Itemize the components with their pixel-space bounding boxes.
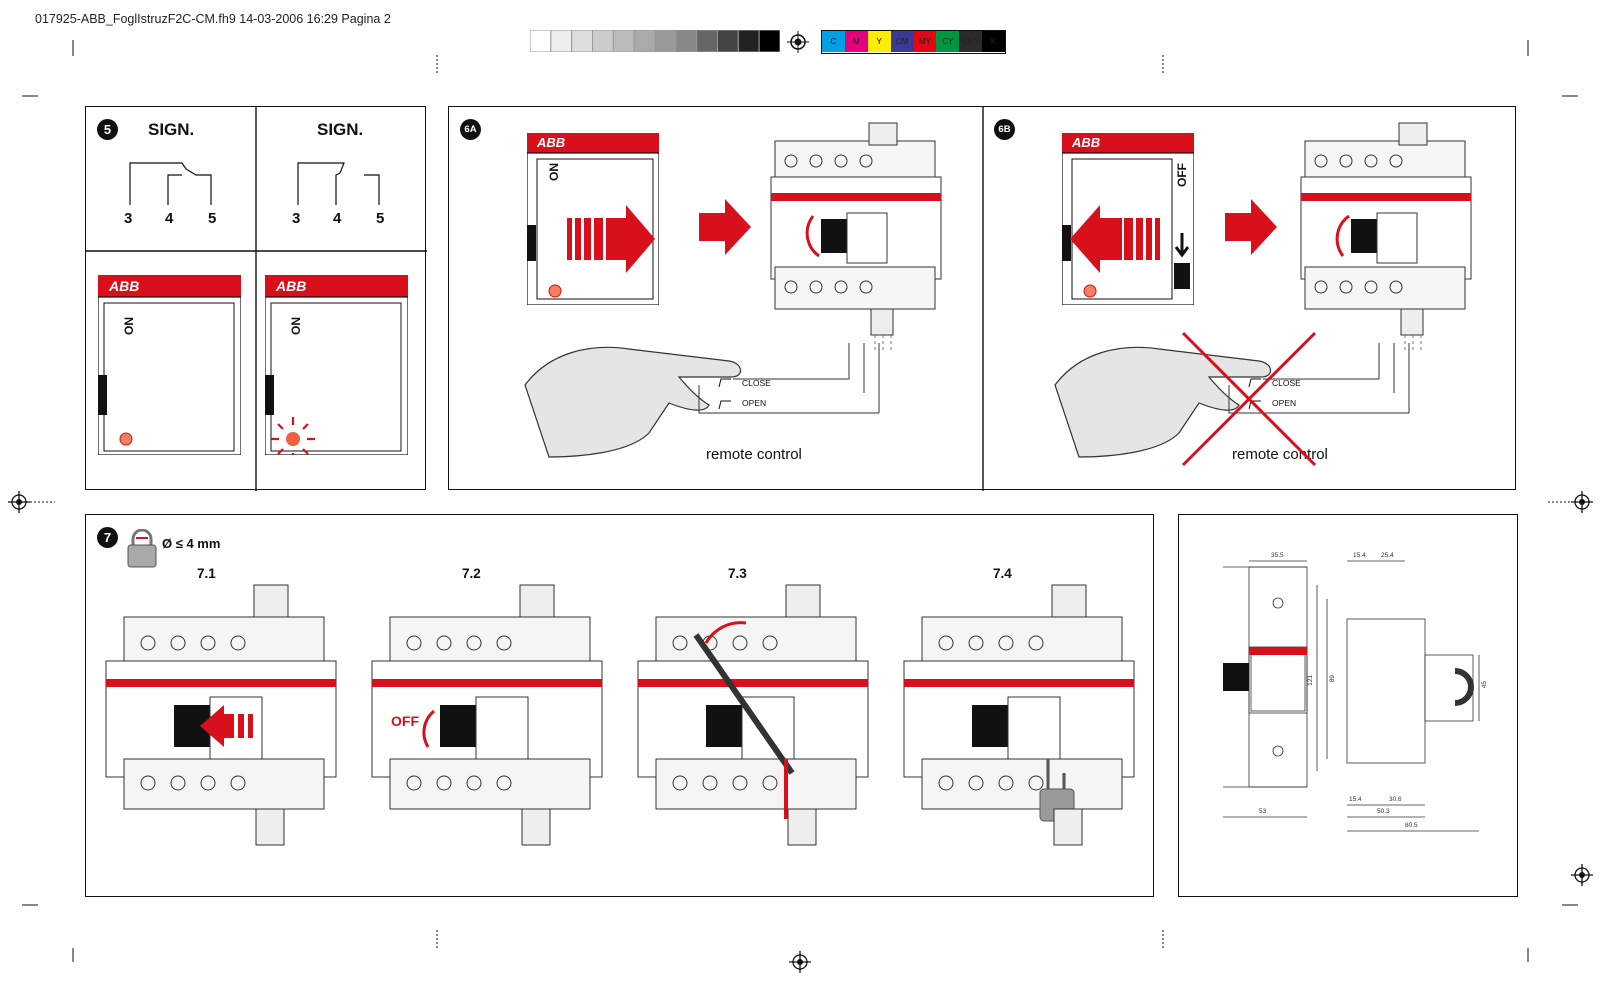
dimensions-panel: 35.5 15.4 25.4 121 89 45 53 15.4 30.6 50… <box>1178 514 1518 897</box>
terminal-3-right: 3 <box>292 210 301 227</box>
dim-bottom-c: 30.6 <box>1389 796 1402 803</box>
grayscale-bar <box>530 30 780 52</box>
device-7-4 <box>903 584 1135 846</box>
color-chip: CMY <box>959 31 983 52</box>
remote-control-caption: remote control <box>1232 446 1328 463</box>
hand-remote-6a <box>524 343 880 458</box>
abb-logo: ABB <box>1072 135 1101 150</box>
module-6b-off: ABB OFF <box>1062 133 1194 305</box>
on-label: ON <box>122 317 136 335</box>
prohibited-cross <box>1181 331 1317 467</box>
open-label: OPEN <box>1272 398 1297 408</box>
color-chip: K <box>982 31 1005 52</box>
module-led-steady: ABB ON <box>98 275 241 455</box>
color-chip: Y <box>867 31 891 52</box>
color-chip: M <box>844 31 868 52</box>
device-7-2 <box>371 584 603 846</box>
dim-top-a: 35.5 <box>1271 552 1284 559</box>
section-7-panel: 7 Ø ≤ 4 mm 7.1 7.2 7.3 7.4 OFF <box>85 514 1154 897</box>
file-header: 017925-ABB_FoglIstruzF2C-CM.fh9 14-03-20… <box>35 12 391 26</box>
remote-control-caption: remote control <box>706 446 802 463</box>
abb-logo: ABB <box>109 278 140 294</box>
arrow-right-6b <box>1225 199 1277 255</box>
device-6b-illustration <box>1300 122 1472 351</box>
step-7-4-label: 7.4 <box>993 566 1012 581</box>
hand-remote-6b <box>1054 343 1410 458</box>
section-5-panel: 5 SIGN. SIGN. 3 4 5 3 4 5 ABB ON <box>85 106 427 491</box>
off-label-7-2: OFF <box>391 713 419 729</box>
section-6-panel: 6A ABB ON CLOSE OPEN remote <box>448 106 1516 491</box>
color-chip: C <box>822 31 845 52</box>
dim-height-outer: 121 <box>1307 675 1314 686</box>
dim-bottom-d: 50.3 <box>1377 808 1390 815</box>
close-label: CLOSE <box>1272 378 1301 388</box>
dim-depth: 45 <box>1481 681 1488 689</box>
device-7-1 <box>105 584 337 846</box>
abb-logo: ABB <box>537 135 566 150</box>
on-label: ON <box>289 317 303 335</box>
gray-step <box>758 30 780 52</box>
contact-diagram-right <box>297 162 380 205</box>
dimension-drawing <box>1223 560 1480 832</box>
module-led-flashing: ABB ON <box>265 275 408 455</box>
abb-logo: ABB <box>276 278 307 294</box>
sign-label-right: SIGN. <box>317 120 364 139</box>
dim-height-inner: 89 <box>1329 675 1336 683</box>
color-chip: CM <box>890 31 914 52</box>
step-number-6a: 6A <box>460 119 481 140</box>
color-chip: CY <box>936 31 960 52</box>
step-7-2-label: 7.2 <box>462 566 481 581</box>
registration-mark-top <box>787 31 809 53</box>
terminal-5-left: 5 <box>208 210 217 227</box>
device-7-3 <box>637 584 869 846</box>
padlock-icon <box>127 529 157 568</box>
step-number-6b: 6B <box>994 119 1015 140</box>
contact-diagram-left <box>129 162 212 205</box>
color-chip: MY <box>913 31 937 52</box>
open-label: OPEN <box>742 398 767 408</box>
step-number-5: 5 <box>97 119 118 140</box>
step-7-3-label: 7.3 <box>728 566 747 581</box>
arrow-right-6a <box>699 199 751 255</box>
off-label: OFF <box>1175 163 1189 187</box>
dim-bottom-b: 15.4 <box>1349 796 1362 803</box>
lock-spec: Ø ≤ 4 mm <box>162 536 221 551</box>
step-7-1-label: 7.1 <box>197 566 216 581</box>
device-6a-illustration <box>770 122 942 351</box>
close-label: CLOSE <box>742 378 771 388</box>
section-5-grid <box>86 107 427 491</box>
on-label: ON <box>547 163 561 181</box>
terminal-5-right: 5 <box>376 210 385 227</box>
terminal-4-left: 4 <box>165 210 174 227</box>
terminal-3-left: 3 <box>124 210 133 227</box>
dim-top-c: 25.4 <box>1381 552 1394 559</box>
dim-bottom-e: 80.5 <box>1405 822 1418 829</box>
dim-top-b: 15.4 <box>1353 552 1366 559</box>
sign-label-left: SIGN. <box>148 120 195 139</box>
step-number-7: 7 <box>97 527 118 548</box>
module-6a-on: ABB ON <box>527 133 659 305</box>
dim-bottom-a: 53 <box>1259 808 1267 815</box>
terminal-4-right: 4 <box>333 210 342 227</box>
